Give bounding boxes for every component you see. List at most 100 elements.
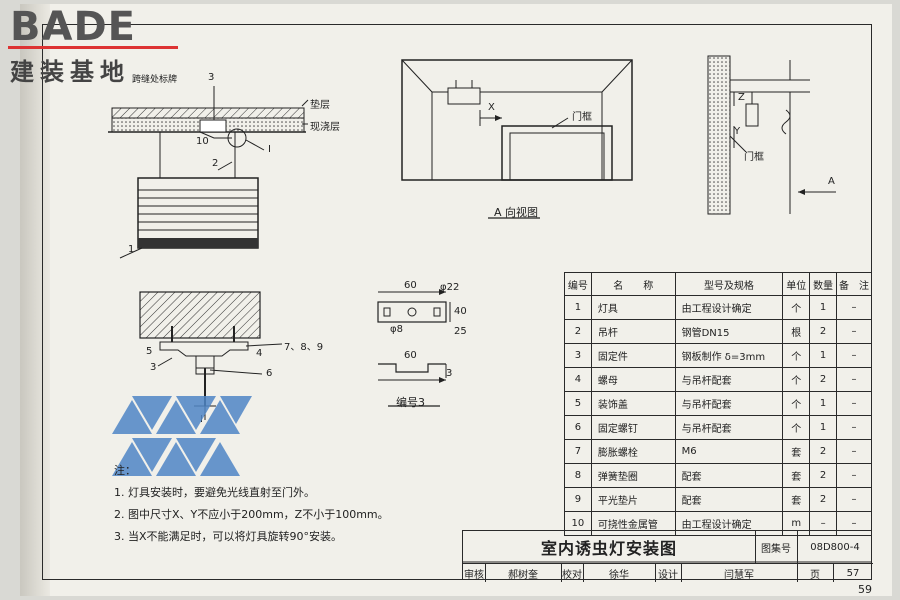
dim-40: 40 [454,306,467,317]
design-name: 闫慧军 [681,563,798,582]
page-value: 57 [833,563,873,582]
check-name: 徐华 [583,563,656,582]
callout-10: 10 [196,136,209,147]
layer-top-label: 垫层 [310,100,330,111]
cell-spec: 与吊杆配套 [674,367,784,392]
joint-label: 跨缝处标牌 [132,75,178,85]
luminaire-body [137,177,259,249]
cell-name: 膨胀螺栓 [590,439,676,464]
dim-25: 25 [454,326,467,337]
cell-unit: 个 [782,343,811,368]
dim-60-top: 60 [404,280,417,291]
door-frame-label: 门框 [572,112,592,123]
note-3: 3. 当X不能满足时，可以将灯具旋转90°安装。 [114,530,343,543]
cell-qty: 1 [809,343,837,368]
header-remark: 备 注 [836,272,872,296]
cell-no: 4 [564,367,592,392]
atlas-number: 08D800-4 [810,541,860,553]
note-2: 2. 图中尺寸X、Y不应小于200mm，Z不小于100mm。 [114,508,389,521]
ceiling-section [108,107,306,178]
header-unit: 单位 [782,272,811,296]
cell-remark: – [836,391,872,416]
callout-1: 1 [128,244,135,255]
cell-remark: – [836,439,872,464]
dim-3: 3 [446,368,453,379]
cell-name: 螺母 [590,367,676,392]
dim-phi22: φ22 [440,282,460,293]
cell-unit: 个 [782,367,811,392]
a-view [401,59,633,219]
page-number: 59 [858,583,872,596]
a-view-title: A 向视图 [494,206,539,219]
detail-I-label: I [268,144,271,155]
note-1: 1. 灯具安装时，要避免光线直射至门外。 [114,486,315,499]
title-block: 室内诱虫灯安装图 图集号 08D800-4 审核 郝树奎 校对 徐华 设计 闫慧… [462,530,873,582]
part3-detail [377,289,451,407]
header-no: 编号 [564,272,592,296]
detail-callout-789: 7、8、9 [284,342,324,353]
cell-remark: – [836,511,872,536]
cell-qty: 1 [809,391,837,416]
cell-remark: – [836,415,872,440]
cell-unit: 套 [782,439,811,464]
cell-remark: – [836,343,872,368]
cell-spec: 与吊杆配套 [674,391,784,416]
cell-name: 固定件 [590,343,676,368]
y-dimension: Y [734,126,741,137]
cell-no: 3 [564,343,592,368]
cell-no: 9 [564,487,592,512]
notes-heading: 注： [114,464,136,477]
cell-no: 8 [564,463,592,488]
header-spec: 型号及规格 [674,272,784,296]
cell-qty: 2 [809,439,837,464]
dim-60-bottom: 60 [404,350,417,361]
logo-brand: BADE [10,4,136,50]
callout-3: 3 [208,72,215,83]
design-label: 设计 [655,563,682,582]
cell-spec: M6 [674,439,784,464]
cell-name: 灯具 [590,295,676,320]
cell-qty: 2 [809,367,837,392]
cell-no: 6 [564,415,592,440]
cell-unit: 个 [782,295,811,320]
cell-unit: 根 [782,319,811,344]
cell-spec: 配套 [674,487,784,512]
logo: BADE 建装基地 [8,4,180,86]
leader-lines [119,86,309,259]
cell-qty: 1 [809,295,837,320]
cell-remark: – [836,295,872,320]
cell-remark: – [836,487,872,512]
cell-name: 装饰盖 [590,391,676,416]
dim-phi8: φ8 [390,324,403,335]
cell-name: 平光垫片 [590,487,676,512]
atlas-label: 图集号 [755,531,798,563]
cell-spec: 钢管DN15 [674,319,784,344]
page-label: 页 [797,563,834,582]
cell-name: 弹簧垫圈 [590,463,676,488]
cell-unit: 套 [782,463,811,488]
detail-callout-6: 6 [266,368,273,379]
table-header-row: 编号 名 称 型号及规格 单位 数量 备 注 [564,272,872,296]
x-dimension: X [488,102,495,113]
watermark-logo [112,396,252,476]
review-label: 审核 [463,563,486,582]
cell-spec: 配套 [674,463,784,488]
cell-name: 可挠性金属管 [590,511,676,536]
layer-bottom-label: 现浇层 [310,122,340,133]
detail-callout-5: 5 [146,346,153,357]
cell-no: 1 [564,295,592,320]
drawing-title: 室内诱虫灯安装图 [463,531,756,563]
header-name: 名 称 [590,272,676,296]
cell-spec: 由工程设计确定 [674,511,784,536]
cell-remark: – [836,319,872,344]
review-name: 郝树奎 [485,563,562,582]
